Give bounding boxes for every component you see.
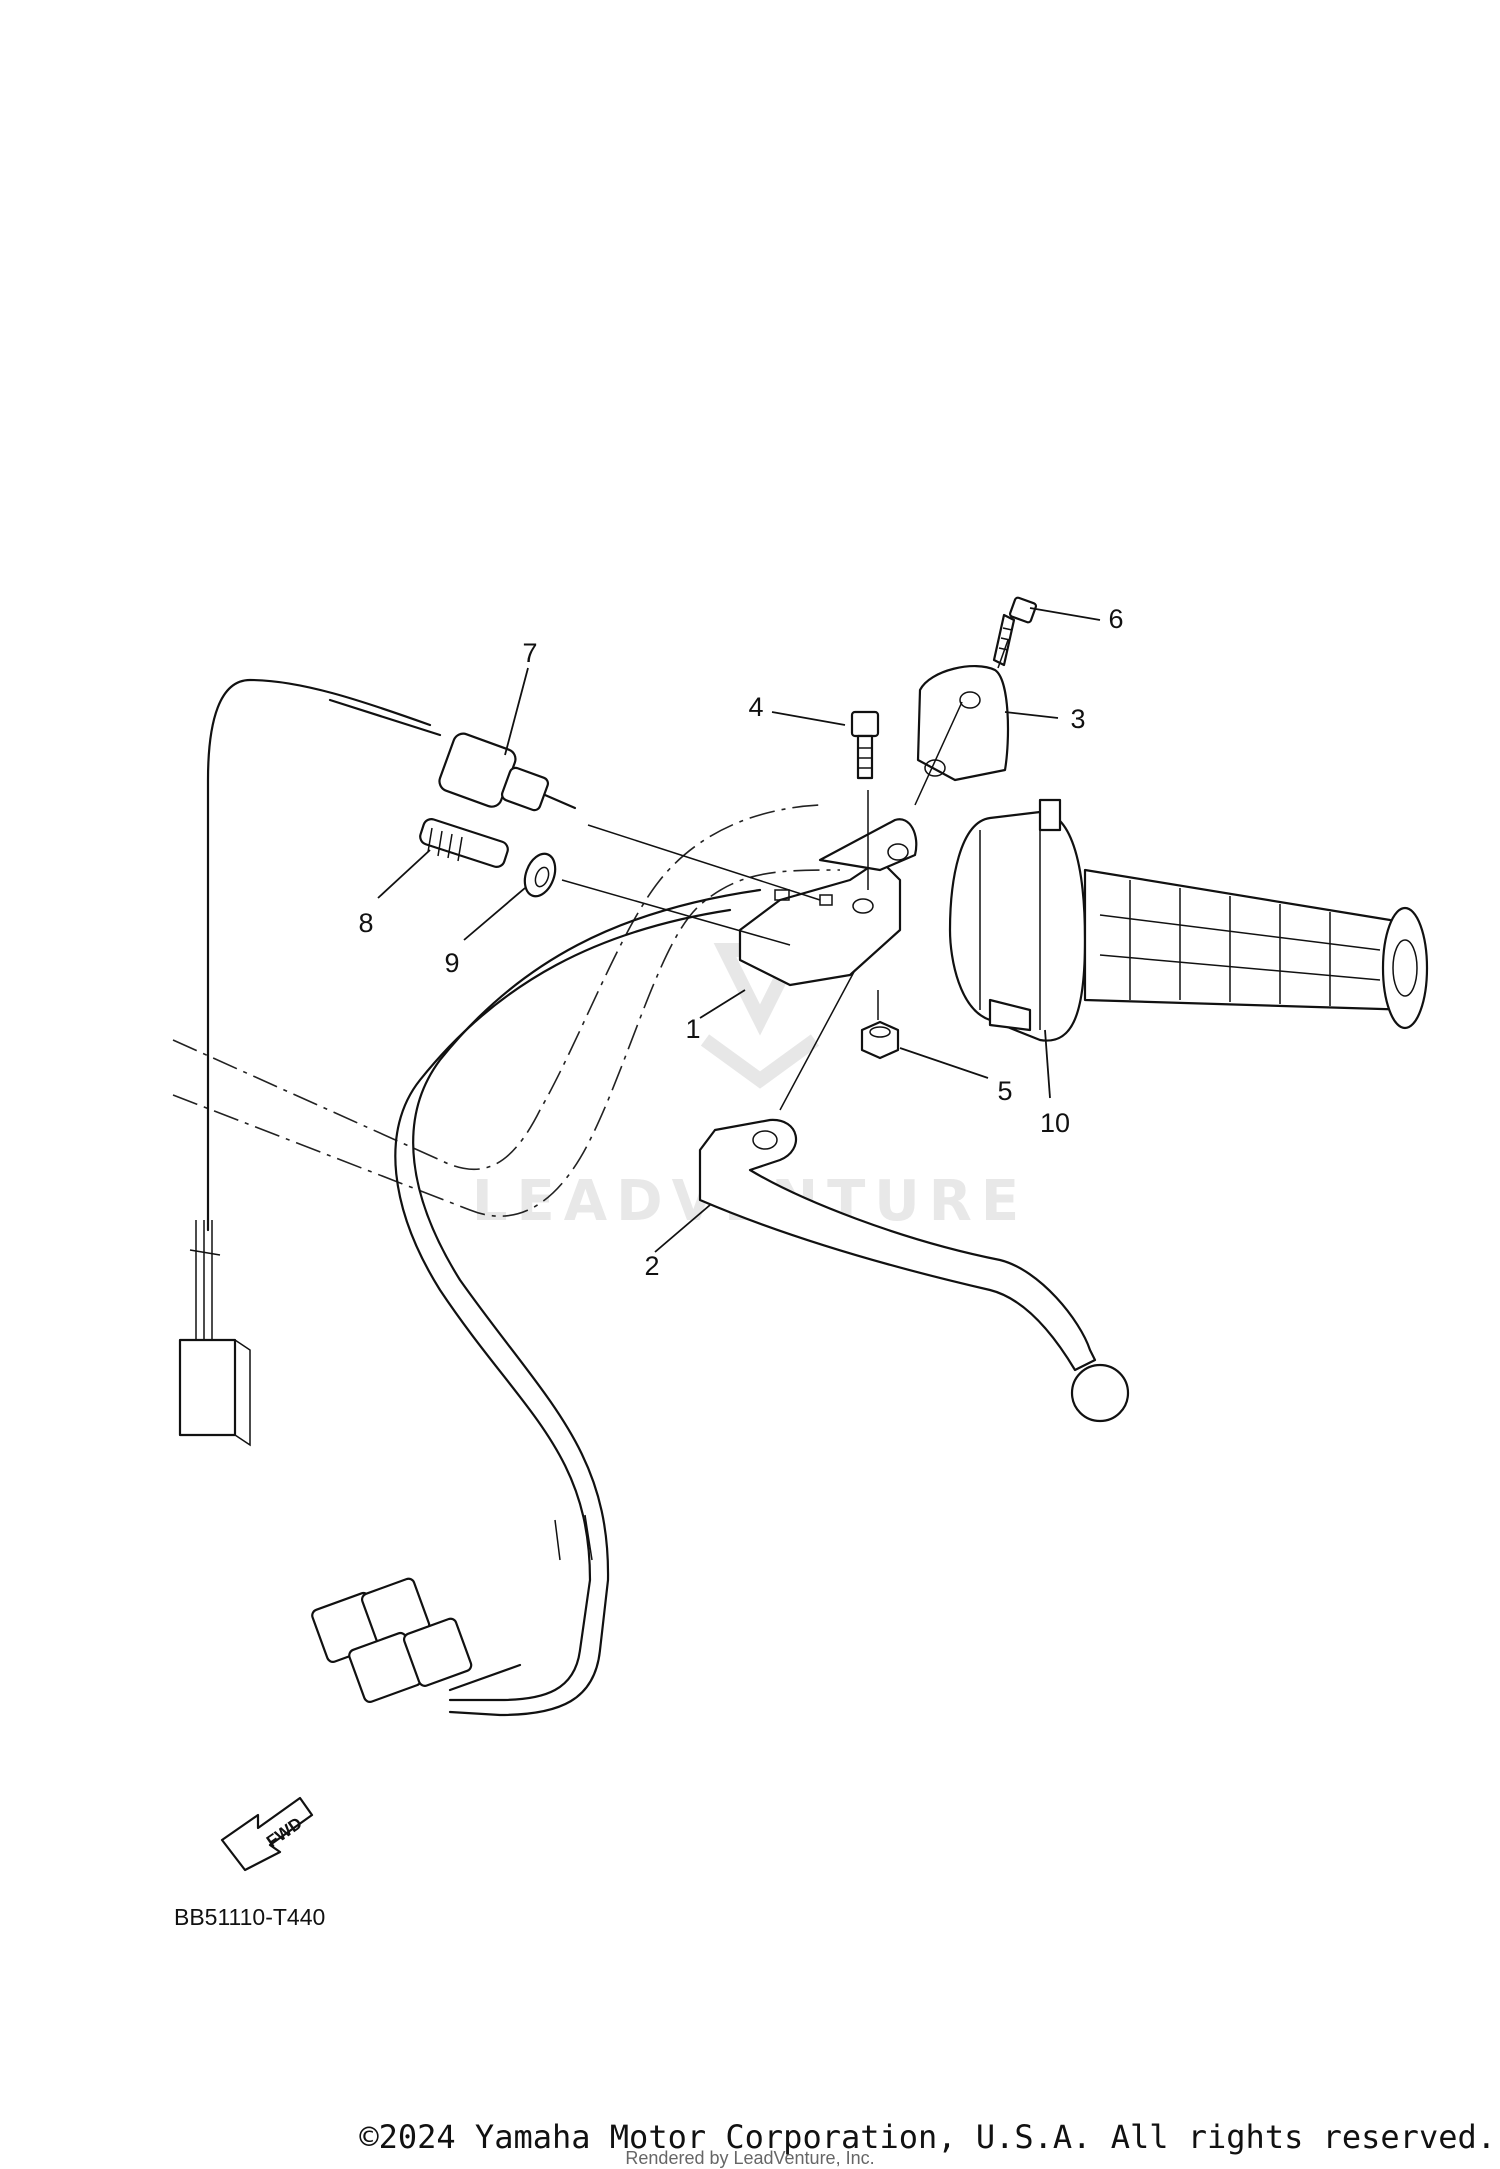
callout-10: 10 — [1040, 1108, 1070, 1138]
wire-harness — [394, 888, 762, 1717]
callouts: 1 2 3 4 5 6 7 8 9 10 — [358, 604, 1123, 1281]
screw-6 — [992, 596, 1038, 667]
switch-wire-harness — [178, 678, 442, 1447]
callout-1: 1 — [685, 1014, 700, 1044]
callout-4: 4 — [748, 692, 763, 722]
wire-connector-small — [178, 1338, 237, 1437]
callout-7: 7 — [522, 638, 537, 668]
handlebar-switch-assembly — [948, 798, 1087, 1042]
copyright-notice: ©2024 Yamaha Motor Corporation, U.S.A. A… — [359, 2118, 1496, 2156]
clutch-lever — [698, 1118, 1130, 1423]
bolt-4 — [850, 710, 880, 780]
assembly-lines — [561, 639, 1009, 1111]
fwd-arrow-icon: FWD — [220, 1796, 314, 1872]
handlebar-outline — [172, 804, 841, 1217]
callout-3: 3 — [1070, 704, 1085, 734]
callout-5: 5 — [997, 1076, 1012, 1106]
diagram-code: BB51110-T440 — [174, 1904, 325, 1930]
lever-holder — [738, 818, 918, 987]
handlebar-grip — [1083, 868, 1429, 1030]
leader-lines — [377, 607, 1101, 1253]
callout-9: 9 — [444, 948, 459, 978]
locknut — [523, 852, 557, 898]
clutch-switch — [438, 732, 577, 812]
adjuster — [419, 818, 509, 868]
callout-8: 8 — [358, 908, 373, 938]
rendered-by-credit: Rendered by LeadVenture, Inc. — [625, 2148, 875, 2168]
twin-connector — [311, 1577, 522, 1703]
nut-5 — [860, 1020, 900, 1060]
clamp-bracket — [916, 665, 1010, 782]
callout-6: 6 — [1108, 604, 1123, 634]
callout-2: 2 — [644, 1251, 659, 1281]
